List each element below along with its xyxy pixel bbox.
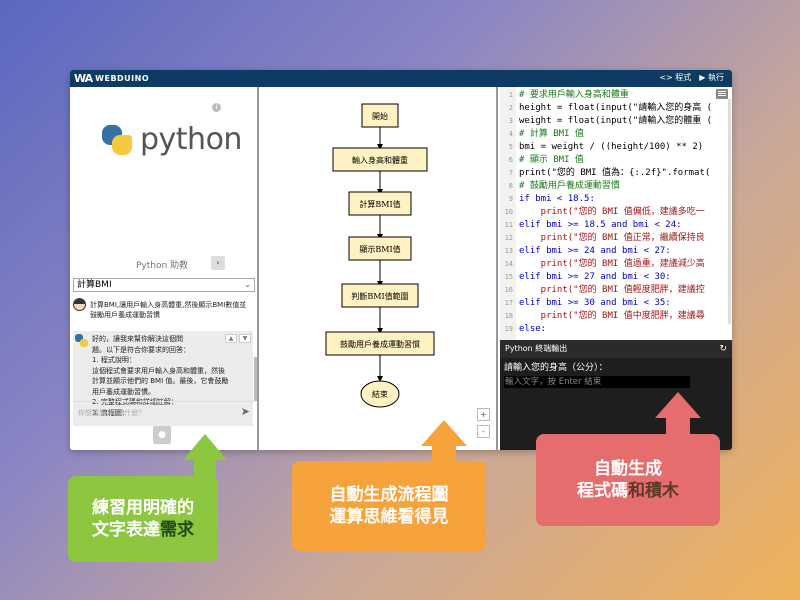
callout-text-expression: 練習用明確的 文字表達需求 — [68, 476, 218, 562]
top-actions: <> 程式 ▶ 執行 — [659, 72, 724, 83]
zoom-controls: + - — [477, 408, 490, 438]
flow-node-end — [360, 380, 400, 408]
callout-line: 練習用明確的 — [92, 498, 194, 518]
thumbs-down-icon[interactable]: ▼ — [239, 334, 251, 343]
flowchart-panel: 開始 輸入身高和體重 計算BMI值 顯示BMI值 判斷BMI值範圍 鼓勵用戶養成… — [261, 87, 498, 450]
flow-node-judge — [341, 283, 419, 308]
send-icon[interactable]: ➤ — [240, 405, 250, 418]
user-message: 計算BMI,讓用戶輸入身高體重,然後顯示BMI數值並鼓勵用戶養成運動習慣 — [73, 298, 253, 320]
python-wordmark: python — [140, 122, 242, 157]
flow-node-text: 顯示BMI值 — [359, 244, 400, 254]
assistant-panel: i python Python 助教 › 計算BMI ⌄ 計算BMI,讓用戶輸入… — [70, 87, 259, 450]
code-line: 14 print("您的 BMI 值過重，建議減少高 — [504, 259, 705, 269]
flow-node-text: 開始 — [372, 111, 388, 121]
callout-line: 運算思維看得見 — [329, 507, 449, 527]
bot-line: 計算並顯示他們的 BMI 值。最後，它會鼓勵 — [92, 377, 229, 385]
callout-line: 自動生成流程圖 — [329, 485, 449, 505]
app-window: WA WEBDUINO <> 程式 ▶ 執行 i python Python 助… — [70, 70, 732, 450]
callout-line: 自動生成 — [594, 459, 662, 479]
task-select[interactable]: 計算BMI ⌄ — [73, 278, 255, 292]
callout-flowchart: 自動生成流程圖 運算思維看得見 — [292, 461, 486, 551]
flow-node-input — [332, 147, 428, 172]
run-button[interactable]: ▶ 執行 — [699, 73, 724, 82]
refresh-icon[interactable]: ↻ — [719, 344, 727, 354]
code-line: 16 print("您的 BMI 值輕度肥胖，建議控 — [504, 285, 705, 295]
chat-input-placeholder: 你想要讓 AI 做什麼？ — [78, 409, 146, 417]
user-avatar-icon — [73, 298, 86, 311]
callout-code-blocks: 自動生成 程式碼和積木 — [536, 434, 720, 526]
chat-area: 計算BMI,讓用戶輸入身高體重,然後顯示BMI數值並鼓勵用戶養成運動習慣 好的，… — [73, 298, 253, 426]
flowchart-svg: 開始 輸入身高和體重 計算BMI值 顯示BMI值 判斷BMI值範圍 鼓勵用戶養成… — [325, 103, 435, 408]
terminal-title: Python 終端輸出 — [505, 344, 568, 353]
assistant-label: Python 助教 — [136, 261, 189, 271]
bot-avatar-icon — [75, 334, 88, 347]
bot-line: 題。以下是符合你要求的回答： — [92, 345, 190, 354]
code-line: 18 print("您的 BMI 值中度肥胖，建議尋 — [504, 311, 705, 321]
flow-node-text: 鼓勵用戶養成運動習慣 — [340, 339, 420, 349]
user-message-text: 計算BMI,讓用戶輸入身高體重,然後顯示BMI數值並鼓勵用戶養成運動習慣 — [90, 301, 247, 319]
zoom-in-button[interactable]: + — [477, 408, 490, 421]
bot-line: 3. 流程圖： — [92, 408, 129, 417]
webduino-logo: WA WEBDUINO — [74, 72, 149, 85]
flow-node-text: 判斷BMI值範圍 — [351, 291, 408, 301]
microphone-icon: ● — [158, 430, 166, 440]
terminal-prompt: 請輸入您的身高（公分）： — [504, 363, 608, 373]
terminal-input[interactable]: 輸入文字，按 Enter 結束 — [504, 376, 690, 388]
bot-line: 這個程式會要求用戶輸入身高和體重，然後 — [92, 366, 225, 375]
terminal-header: Python 終端輸出 ↻ — [500, 340, 732, 358]
chevron-down-icon: ⌄ — [244, 280, 251, 289]
top-bar: WA WEBDUINO <> 程式 ▶ 執行 — [70, 70, 732, 87]
code-line: 1# 要求用戶輸入身高和體重 — [508, 90, 629, 100]
zoom-out-button[interactable]: - — [477, 425, 490, 438]
info-icon[interactable]: i — [212, 103, 221, 112]
bot-line: 1. 程式說明： — [92, 356, 136, 364]
bot-line: 2. 完整程式碼和詳細註解： — [92, 398, 178, 406]
bot-message: 好的，讓我來幫你解決這個問 題。以下是符合你要求的回答： 1. 程式說明： 這個… — [73, 331, 253, 426]
flow-node-calc — [348, 191, 412, 216]
bot-line: 用戶養成運動習慣。 — [92, 387, 155, 396]
code-line: 8# 鼓勵用戶養成運動習慣 — [508, 181, 620, 191]
task-select-value: 計算BMI — [77, 280, 112, 290]
flow-node-text: 輸入身高和體重 — [352, 155, 408, 165]
logo-text: WEBDUINO — [95, 74, 150, 83]
code-toggle-button[interactable]: <> 程式 — [659, 73, 692, 82]
flow-node-text: 結束 — [372, 389, 388, 399]
editor-menu-icon[interactable] — [716, 89, 728, 99]
feedback-buttons: ▲ ▼ — [225, 334, 251, 343]
code-line: 4# 計算 BMI 值 — [508, 129, 584, 139]
logo-mark: WA — [74, 72, 93, 85]
flow-node-text: 計算BMI值 — [359, 199, 400, 209]
chat-scrollbar[interactable] — [254, 357, 257, 401]
code-line: 6# 顯示 BMI 值 — [508, 155, 584, 165]
code-line: 10 print("您的 BMI 值偏低，建議多吃一 — [504, 207, 705, 217]
editor-scrollbar[interactable] — [728, 99, 731, 324]
line-gutter — [500, 87, 516, 340]
python-logo: python — [100, 122, 242, 157]
code-line: 12 print("您的 BMI 值正常，繼續保持良 — [504, 233, 705, 243]
flow-node-display — [348, 236, 412, 261]
python-snake-icon — [100, 123, 134, 157]
flow-node-start — [361, 103, 399, 128]
bot-message-text: 好的，讓我來幫你解決這個問 題。以下是符合你要求的回答： 1. 程式說明： 這個… — [92, 334, 232, 424]
callout-line: 文字表達需求 — [92, 520, 194, 540]
expand-button[interactable]: › — [211, 256, 225, 270]
flow-node-encourage — [325, 331, 435, 356]
callout-line: 程式碼和積木 — [577, 481, 679, 501]
chat-input[interactable]: 你想要讓 AI 做什麼？ ➤ — [73, 401, 255, 421]
microphone-button[interactable]: ● — [153, 426, 171, 444]
bot-line: 好的，讓我來幫你解決這個問 — [92, 335, 183, 343]
thumbs-up-icon[interactable]: ▲ — [225, 334, 237, 343]
